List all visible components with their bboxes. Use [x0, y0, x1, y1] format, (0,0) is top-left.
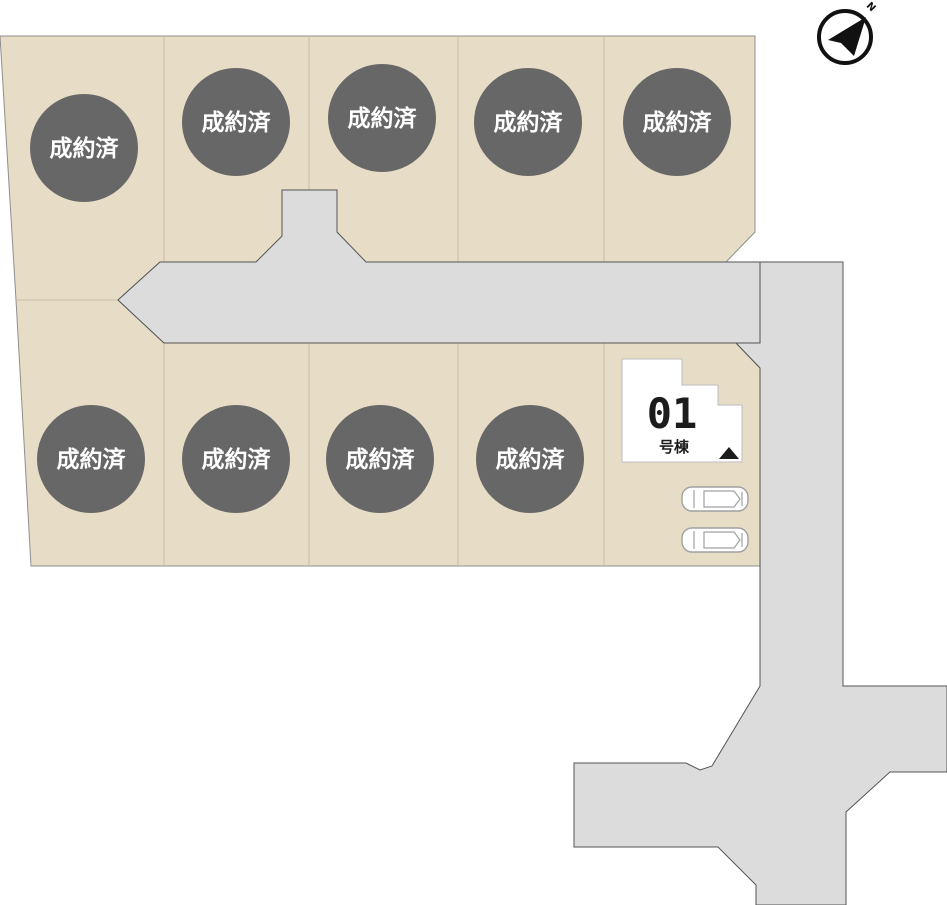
sold-marker-top-4: 成約済 [474, 68, 582, 176]
sold-label: 成約済 [643, 109, 713, 136]
lot-boundaries [16, 36, 605, 566]
sold-marker-top-3: 成約済 [328, 64, 436, 172]
sold-marker-top-2: 成約済 [182, 68, 290, 176]
sold-label: 成約済 [50, 135, 120, 162]
compass-north-label: N [864, 1, 878, 15]
car-icon [681, 527, 749, 553]
sold-marker-bottom-2: 成約済 [182, 405, 290, 513]
car-icon [681, 486, 749, 512]
sold-marker-top-5: 成約済 [623, 68, 731, 176]
sold-label: 成約済 [346, 446, 416, 473]
house-unit-label: 号棟 [659, 438, 690, 456]
compass-north-arrow-icon: N [817, 1, 878, 65]
house-footprint [621, 358, 743, 463]
house-01[interactable]: 01 号棟 [621, 358, 743, 463]
sold-label: 成約済 [57, 446, 127, 473]
sold-marker-bottom-1: 成約済 [37, 405, 145, 513]
sold-markers: 成約済 成約済 成約済 成約済 成約済 成約済 成約済 成約済 [30, 64, 731, 513]
sold-label: 成約済 [494, 109, 564, 136]
sold-marker-bottom-3: 成約済 [326, 405, 434, 513]
roads [117, 189, 947, 905]
sold-marker-bottom-4: 成約済 [476, 405, 584, 513]
entrance-triangle-icon [719, 447, 739, 459]
sold-label: 成約済 [496, 446, 566, 473]
internal-access-road [117, 189, 844, 344]
house-number: 01 [647, 389, 698, 438]
sold-label: 成約済 [202, 446, 272, 473]
sold-label: 成約済 [348, 105, 418, 132]
parking-spaces [681, 486, 749, 553]
main-road [573, 261, 947, 905]
sold-label: 成約済 [202, 109, 272, 136]
sold-marker-top-1: 成約済 [30, 94, 138, 202]
